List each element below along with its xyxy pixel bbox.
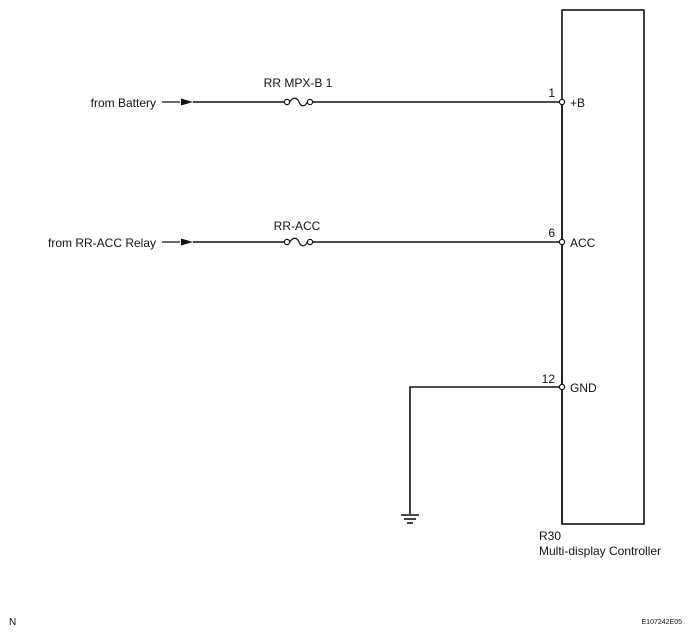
fuse-terminal-right-acc	[306, 238, 314, 246]
input-row-battery: from Battery RR MPX-B 1 1 +B	[91, 76, 585, 110]
figure-id: E107242E05	[642, 619, 683, 626]
input-row-acc: from RR-ACC Relay RR-ACC 6 ACC	[48, 219, 596, 250]
component-code: R30	[539, 529, 561, 543]
pin-number-12: 12	[542, 372, 556, 386]
fuse-terminal-left-battery	[283, 98, 291, 106]
pin-number-1: 1	[548, 86, 555, 100]
fuse-label-acc: RR-ACC	[274, 219, 321, 233]
terminal-label-acc: ACC	[570, 236, 596, 250]
arrow-head-acc	[181, 238, 193, 246]
ground-symbol-icon	[401, 514, 419, 524]
pin-terminal-6	[558, 238, 566, 246]
pin-terminal-12	[558, 383, 566, 391]
fuse-icon	[289, 97, 308, 107]
terminal-label-gnd: GND	[570, 381, 597, 395]
pin-terminal-1	[558, 98, 566, 106]
ground-wire	[409, 386, 560, 514]
component-name: Multi-display Controller	[539, 544, 661, 558]
terminal-label-b: +B	[570, 96, 585, 110]
fuse-terminal-right-battery	[306, 98, 314, 106]
source-label-acc-relay: from RR-ACC Relay	[48, 236, 156, 250]
fuse-label-battery: RR MPX-B 1	[264, 76, 333, 90]
footer-left-mark: N	[9, 617, 16, 628]
controller-box	[561, 9, 645, 525]
pin-number-6: 6	[548, 226, 555, 240]
source-label-battery: from Battery	[91, 96, 156, 110]
fuse-icon	[289, 237, 308, 247]
arrow-head-battery	[181, 98, 193, 106]
fuse-terminal-left-acc	[283, 238, 291, 246]
ground-row: 12 GND	[401, 372, 597, 524]
